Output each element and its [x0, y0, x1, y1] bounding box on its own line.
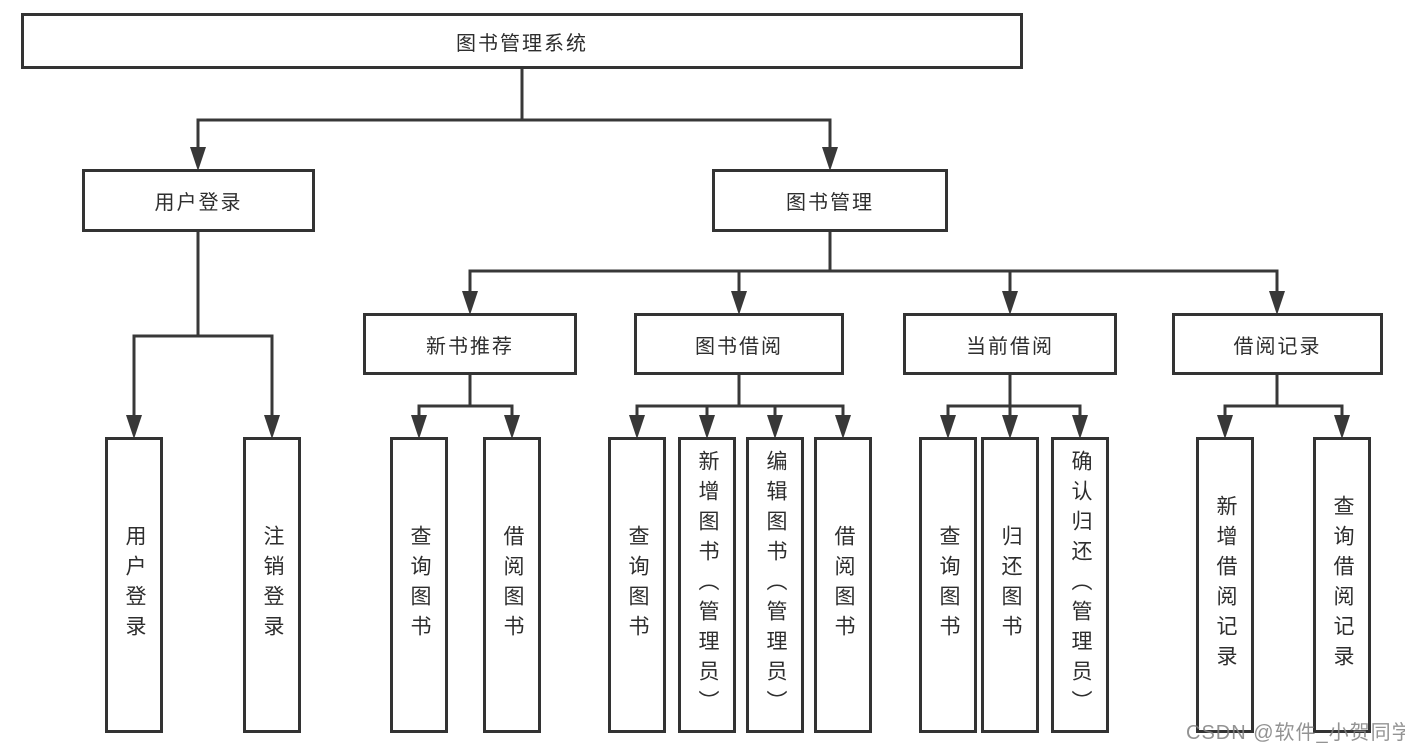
- leaf-query-borrow-record: 查询借阅记录: [1313, 437, 1371, 733]
- leaf-borrow-books-borrowing: 借阅图书: [814, 437, 872, 733]
- arrowhead-icon: [822, 147, 838, 171]
- arrowhead-icon: [504, 415, 520, 439]
- watermark: CSDN @软件_小贺同学: [1186, 722, 1405, 744]
- arrowhead-icon: [835, 415, 851, 439]
- arrowhead-icon: [1217, 415, 1233, 439]
- node-root: 图书管理系统: [21, 13, 1023, 69]
- arrowhead-icon: [190, 147, 206, 171]
- arrowhead-icon: [767, 415, 783, 439]
- arrowhead-icon: [699, 415, 715, 439]
- node-new-book-recommend: 新书推荐: [363, 313, 577, 375]
- leaf-query-books-borrowing: 查询图书: [608, 437, 666, 733]
- arrowhead-icon: [1002, 291, 1018, 315]
- node-user-login: 用户登录: [82, 169, 315, 232]
- arrowhead-icon: [1002, 415, 1018, 439]
- connector-user-login-to-leaves: [132, 230, 274, 420]
- leaf-user-login: 用户登录: [105, 437, 163, 733]
- connector-current-borrowing-to-leaves: [946, 373, 1082, 420]
- leaf-confirm-return-admin: 确认归还（管理员）: [1051, 437, 1109, 733]
- connector-borrowing-records-to-leaves: [1223, 373, 1344, 420]
- connector-root-to-level1: [196, 67, 832, 152]
- leaf-add-borrow-record: 新增借阅记录: [1196, 437, 1254, 733]
- leaf-edit-books-admin: 编辑图书（管理员）: [746, 437, 804, 733]
- node-current-borrowing: 当前借阅: [903, 313, 1117, 375]
- arrowhead-icon: [126, 415, 142, 439]
- leaf-add-books-admin: 新增图书（管理员）: [678, 437, 736, 733]
- arrowhead-icon: [1072, 415, 1088, 439]
- arrowhead-icon: [629, 415, 645, 439]
- leaf-borrow-books-recommend: 借阅图书: [483, 437, 541, 733]
- arrowhead-icon: [940, 415, 956, 439]
- connector-book-management-to-level2: [468, 230, 1279, 296]
- arrowhead-icon: [264, 415, 280, 439]
- node-book-borrowing: 图书借阅: [634, 313, 844, 375]
- arrowhead-icon: [462, 291, 478, 315]
- node-book-management: 图书管理: [712, 169, 948, 232]
- arrowhead-icon: [731, 291, 747, 315]
- arrowhead-icon: [1334, 415, 1350, 439]
- node-borrowing-records: 借阅记录: [1172, 313, 1383, 375]
- connector-new-book-recommend-to-leaves: [417, 373, 514, 420]
- arrowhead-icon: [411, 415, 427, 439]
- arrowhead-icon: [1269, 291, 1285, 315]
- leaf-logout: 注销登录: [243, 437, 301, 733]
- leaf-return-books: 归还图书: [981, 437, 1039, 733]
- leaf-query-books-recommend: 查询图书: [390, 437, 448, 733]
- connector-book-borrowing-to-leaves: [635, 373, 845, 420]
- leaf-query-books-current: 查询图书: [919, 437, 977, 733]
